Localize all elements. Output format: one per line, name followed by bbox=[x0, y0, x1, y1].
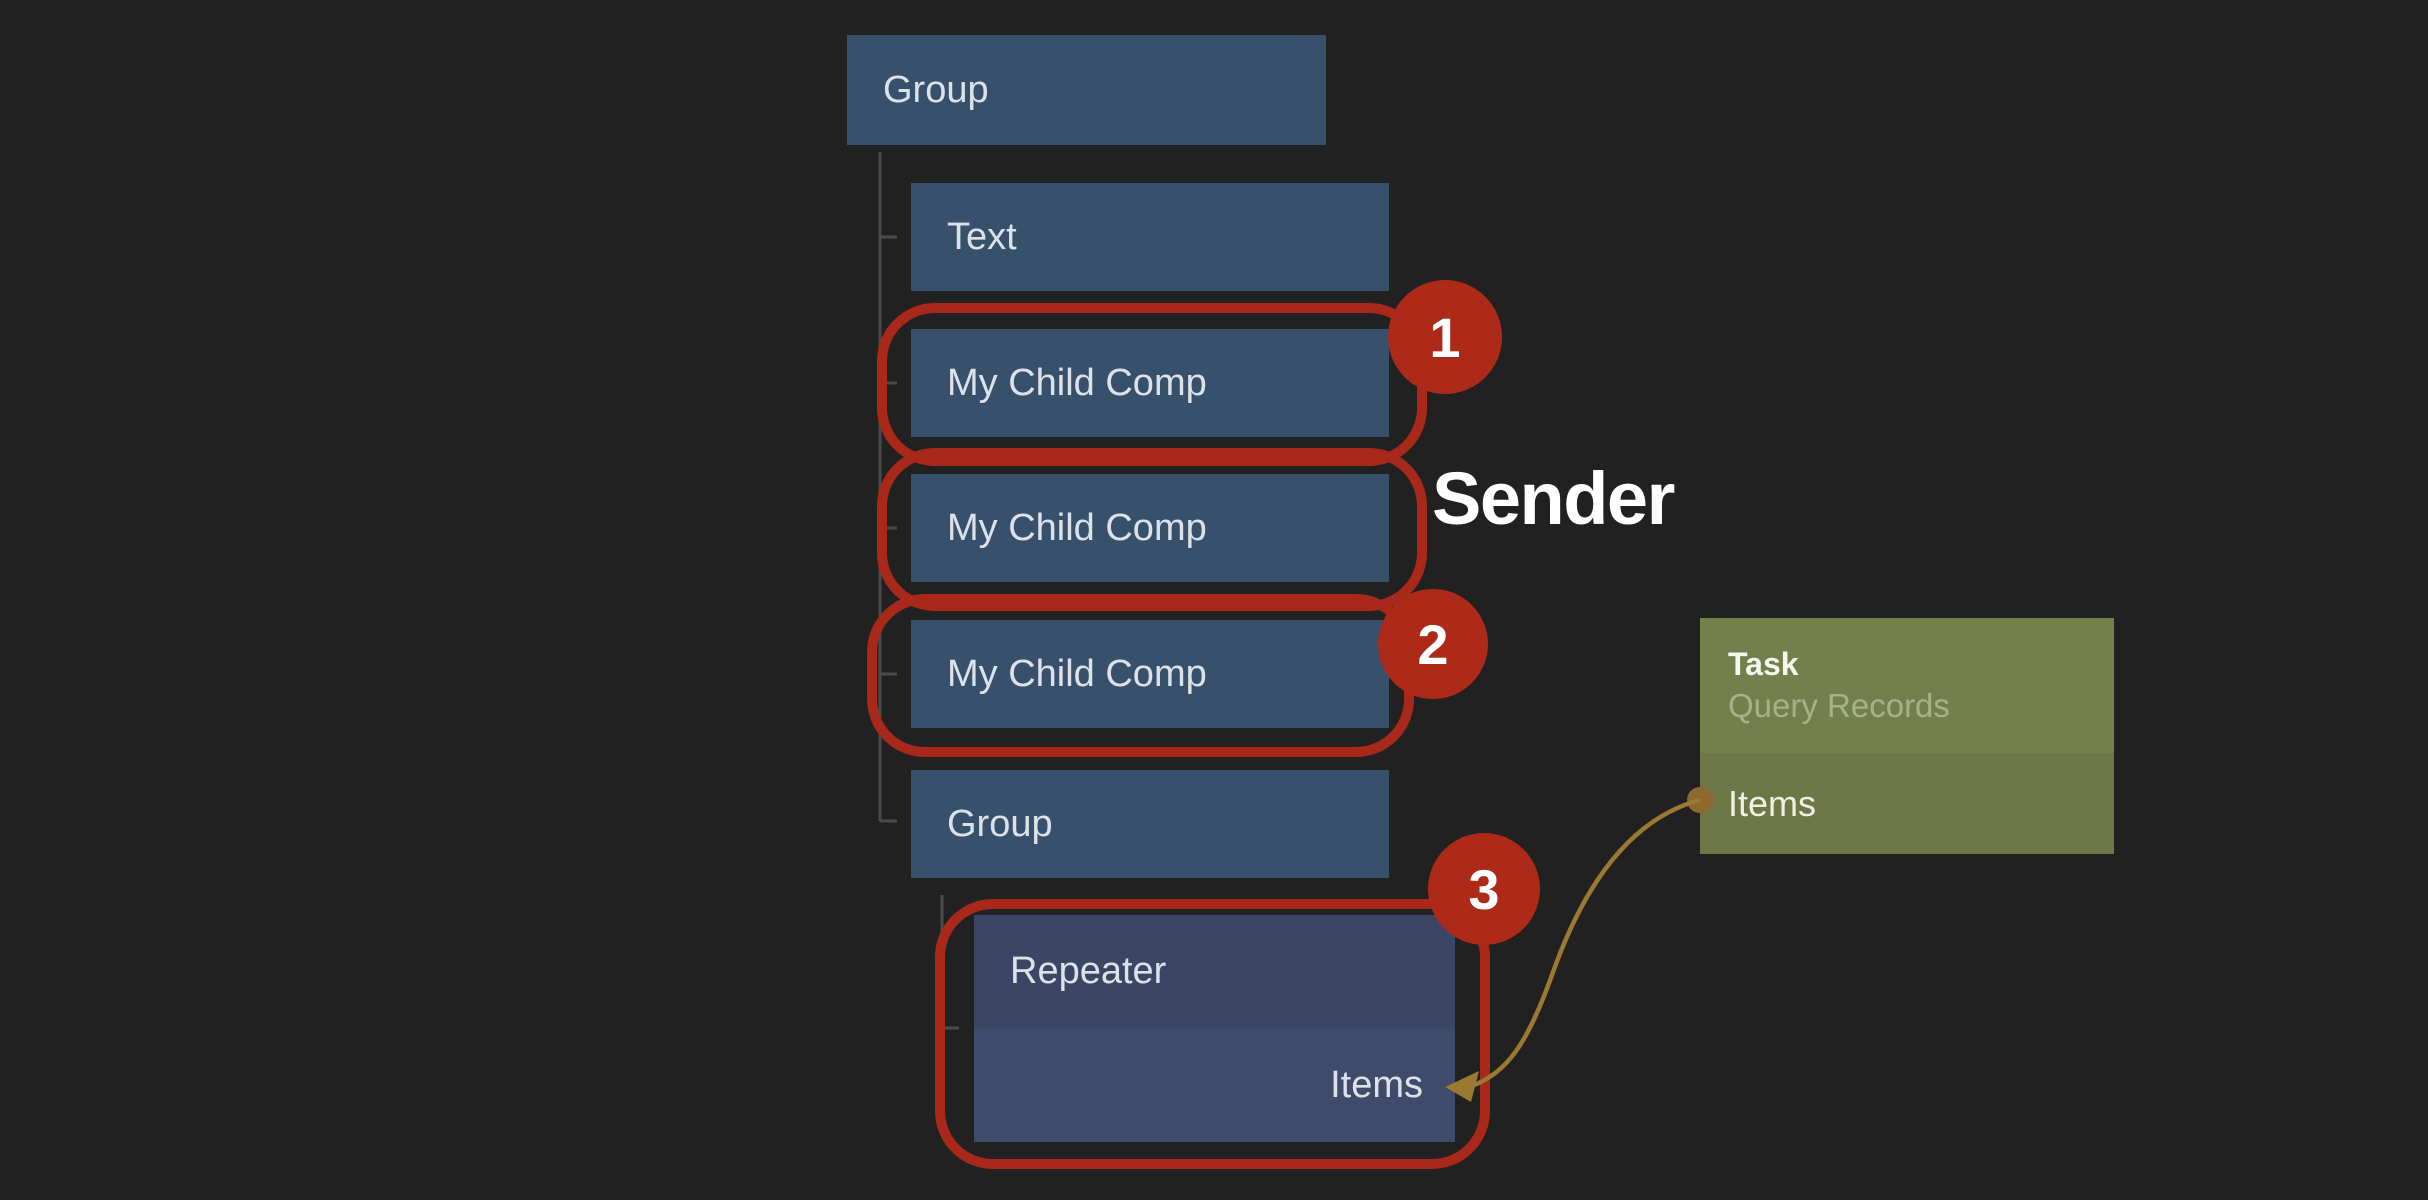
annotation-badge-1: 1 bbox=[1388, 280, 1502, 394]
tree-node-group-root[interactable]: Group bbox=[847, 35, 1326, 145]
node-label: My Child Comp bbox=[947, 506, 1207, 549]
node-label: My Child Comp bbox=[947, 652, 1207, 695]
node-label: My Child Comp bbox=[947, 361, 1207, 404]
repeater-items-row[interactable]: Items bbox=[974, 1028, 1455, 1142]
badge-number: 3 bbox=[1468, 857, 1500, 921]
badge-number: 1 bbox=[1429, 305, 1461, 369]
highlight-outline-1 bbox=[877, 303, 1427, 466]
node-label: Group bbox=[883, 68, 989, 111]
node-label: Text bbox=[947, 215, 1017, 258]
sender-annotation-label: Sender bbox=[1432, 457, 1675, 540]
annotation-badge-2: 2 bbox=[1378, 589, 1488, 699]
tree-node-my-child-comp-1[interactable]: My Child Comp bbox=[911, 329, 1389, 437]
node-label: Repeater bbox=[1010, 950, 1167, 992]
tree-node-my-child-comp-3[interactable]: My Child Comp bbox=[911, 620, 1389, 728]
task-title: Task bbox=[1728, 646, 1799, 682]
task-items-row[interactable]: Items bbox=[1700, 753, 2114, 854]
tree-node-text[interactable]: Text bbox=[911, 183, 1389, 291]
badge-number: 2 bbox=[1417, 612, 1449, 676]
highlight-outline-repeater bbox=[935, 899, 1490, 1169]
repeater-header: Repeater bbox=[974, 915, 1455, 1028]
task-subtitle: Query Records bbox=[1728, 686, 1950, 724]
repeater-items-label: Items bbox=[1330, 1063, 1423, 1106]
task-card[interactable]: Task Query Records Items bbox=[1700, 618, 2114, 854]
highlight-outline-2 bbox=[877, 448, 1427, 611]
tree-node-group-inner[interactable]: Group bbox=[911, 770, 1389, 878]
highlight-outline-3 bbox=[867, 594, 1414, 757]
task-card-header: Task Query Records bbox=[1700, 618, 2114, 753]
tree-node-my-child-comp-2[interactable]: My Child Comp bbox=[911, 474, 1389, 582]
task-items-label: Items bbox=[1728, 782, 1817, 824]
annotation-badge-3: 3 bbox=[1428, 833, 1540, 945]
tree-node-repeater[interactable]: Repeater Items bbox=[974, 915, 1455, 1142]
node-label: Group bbox=[947, 802, 1053, 845]
